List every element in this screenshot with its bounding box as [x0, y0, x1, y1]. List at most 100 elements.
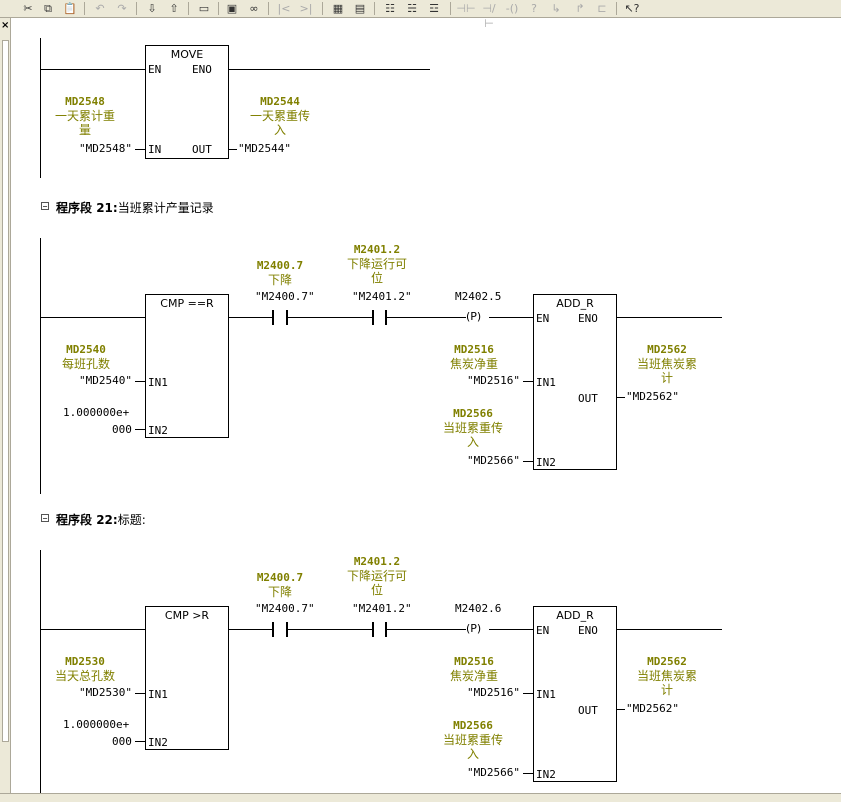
- delete-network-icon[interactable]: ☲: [429, 2, 439, 15]
- contact2-left-bar[interactable]: [372, 622, 374, 637]
- contact2-right-bar[interactable]: [385, 310, 387, 325]
- move-box[interactable]: MOVE EN ENO IN OUT: [145, 45, 229, 159]
- left-panel-edge: ×: [0, 18, 11, 793]
- in2-value-exp[interactable]: 000: [112, 423, 132, 436]
- in1-address[interactable]: "MD2540": [79, 374, 132, 387]
- network-21-title[interactable]: 程序段 21:当班累计产量记录: [56, 201, 214, 215]
- add-out-address[interactable]: "MD2562": [626, 390, 679, 403]
- toolbar: ✂ ⧉ 📋 ↶ ↷ ⇩ ⇧ ▭ ▣ ∞ |< >| ▦ ▤ ☷ ☵ ☲ ⊣⊢ ⊣…: [0, 0, 841, 30]
- in2-value[interactable]: 1.000000e+: [63, 718, 130, 731]
- pin-in1: IN1: [148, 688, 168, 701]
- collapse-toggle[interactable]: −: [41, 514, 49, 523]
- print-icon[interactable]: ▭: [198, 2, 210, 15]
- box-icon[interactable]: ?: [531, 2, 537, 15]
- branch-close-icon[interactable]: ⊏: [597, 2, 607, 15]
- pin-eno: ENO: [578, 312, 598, 325]
- insert-network-icon[interactable]: ☵: [407, 2, 417, 15]
- out-address[interactable]: "MD2544": [238, 142, 291, 155]
- collapse-toggle[interactable]: −: [41, 202, 49, 211]
- monitor-icon[interactable]: ∞: [249, 2, 259, 15]
- coil-address[interactable]: M2402.6: [455, 602, 502, 615]
- contact2-address[interactable]: "M2401.2": [352, 602, 412, 615]
- p-coil[interactable]: (P): [466, 622, 482, 635]
- view-icon[interactable]: ▦: [332, 2, 344, 15]
- close-icon[interactable]: ×: [1, 20, 10, 31]
- contact2-right-bar[interactable]: [385, 622, 387, 637]
- add-r-box[interactable]: ADD_R EN ENO IN1 OUT IN2: [533, 606, 617, 782]
- pin-out: OUT: [578, 704, 598, 717]
- rung-wire: [288, 317, 372, 318]
- coil-icon[interactable]: -(): [505, 2, 519, 15]
- in-address[interactable]: "MD2548": [79, 142, 132, 155]
- cut-icon[interactable]: ✂: [23, 2, 33, 15]
- in2-value[interactable]: 1.000000e+: [63, 406, 130, 419]
- rung-wire: [617, 629, 722, 630]
- branch-down-icon[interactable]: ↳: [551, 2, 561, 15]
- pin-in2: IN2: [148, 424, 168, 437]
- contact1-address[interactable]: "M2400.7": [255, 602, 315, 615]
- add-r-box[interactable]: ADD_R EN ENO IN1 OUT IN2: [533, 294, 617, 470]
- pin-wire: [229, 149, 237, 150]
- download-icon[interactable]: ⇩: [147, 2, 157, 15]
- contact1-right-bar[interactable]: [286, 310, 288, 325]
- pin-in2: IN2: [148, 736, 168, 749]
- help-icon[interactable]: ↖?: [624, 2, 640, 15]
- contact-icon[interactable]: ⊣⊢: [456, 2, 476, 15]
- contact2-address[interactable]: "M2401.2": [352, 290, 412, 303]
- redo-icon[interactable]: ↷: [117, 2, 127, 15]
- add-in2-address[interactable]: "MD2566": [467, 454, 520, 467]
- contact1-address[interactable]: "M2400.7": [255, 290, 315, 303]
- online-icon[interactable]: ▣: [226, 2, 238, 15]
- branch-up-icon[interactable]: ↱: [575, 2, 585, 15]
- contact2-left-bar[interactable]: [372, 310, 374, 325]
- pin-in1: IN1: [536, 688, 556, 701]
- step-icon[interactable]: >|: [299, 2, 313, 15]
- nc-contact-icon[interactable]: ⊣/⊢: [482, 2, 496, 30]
- horizontal-scrollbar[interactable]: [0, 793, 841, 802]
- pin-wire: [523, 693, 533, 694]
- vertical-scrollbar[interactable]: [2, 40, 9, 742]
- pin-wire: [523, 773, 533, 774]
- rung-wire: [40, 69, 146, 70]
- power-rail: [40, 238, 41, 494]
- add-in1-address[interactable]: "MD2516": [467, 686, 520, 699]
- contact1-left-bar[interactable]: [272, 622, 274, 637]
- contact1-left-bar[interactable]: [272, 310, 274, 325]
- network-22-title[interactable]: 程序段 22:标题:: [56, 513, 146, 527]
- in2-value-exp[interactable]: 000: [112, 735, 132, 748]
- power-rail: [40, 550, 41, 793]
- rung-wire: [489, 629, 533, 630]
- coil-address[interactable]: M2402.5: [455, 290, 502, 303]
- chart-icon[interactable]: ▤: [354, 2, 366, 15]
- rung-wire: [228, 69, 430, 70]
- add-in2-address[interactable]: "MD2566": [467, 766, 520, 779]
- pin-in2: IN2: [536, 768, 556, 781]
- upload-icon[interactable]: ⇧: [169, 2, 179, 15]
- box-title: ADD_R: [556, 609, 594, 622]
- undo-icon[interactable]: ↶: [95, 2, 105, 15]
- cmp-gt-r-box[interactable]: CMP >R IN1 IN2: [145, 606, 229, 750]
- p-coil[interactable]: (P): [466, 310, 482, 323]
- copy-icon[interactable]: ⧉: [44, 2, 52, 15]
- add-in1-address[interactable]: "MD2516": [467, 374, 520, 387]
- cmp-eq-r-box[interactable]: CMP ==R IN1 IN2: [145, 294, 229, 438]
- pin-en: EN: [536, 312, 550, 325]
- network-icon[interactable]: ☷: [385, 2, 395, 15]
- add-out-address[interactable]: "MD2562": [626, 702, 679, 715]
- box-title: MOVE: [170, 48, 204, 61]
- pin-wire: [135, 693, 145, 694]
- power-rail: [40, 38, 41, 178]
- paste-icon[interactable]: 📋: [63, 2, 77, 15]
- box-title: CMP >R: [164, 609, 210, 622]
- run-icon[interactable]: |<: [277, 2, 291, 15]
- contact1-right-bar[interactable]: [286, 622, 288, 637]
- in1-address[interactable]: "MD2530": [79, 686, 132, 699]
- pin-wire: [135, 429, 145, 430]
